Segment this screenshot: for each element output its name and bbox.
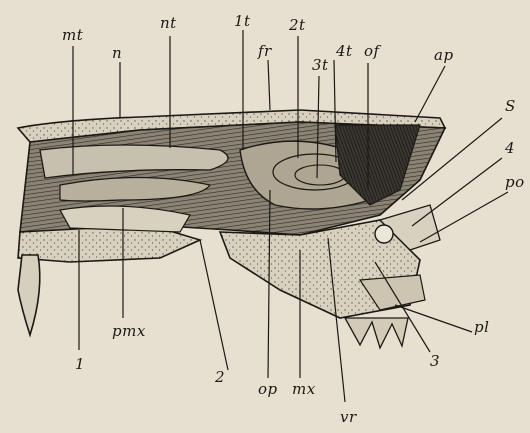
label-ap: ap <box>434 46 454 64</box>
label-4: 4 <box>505 139 515 157</box>
label-n: n <box>112 44 122 62</box>
label-4t: 4t <box>336 42 353 60</box>
label-pl: pl <box>474 318 489 336</box>
label-1: 1 <box>75 355 85 373</box>
label-2t: 2t <box>289 16 306 34</box>
label-pmx: pmx <box>112 322 146 340</box>
label-1t: 1t <box>234 12 251 30</box>
molars <box>345 318 408 348</box>
label-3t: 3t <box>312 56 329 74</box>
small-ring <box>375 225 393 243</box>
label-op: op <box>258 380 278 398</box>
label-nt: nt <box>160 14 177 32</box>
label-of: of <box>364 42 380 60</box>
label-fr: fr <box>258 42 272 60</box>
label-3: 3 <box>430 352 440 370</box>
label-2: 2 <box>215 368 225 386</box>
label-mx: mx <box>292 380 316 398</box>
label-mt: mt <box>62 26 83 44</box>
incisor <box>18 255 40 335</box>
label-po: po <box>505 173 525 191</box>
label-S: S <box>505 97 516 115</box>
label-vr: vr <box>340 408 357 426</box>
